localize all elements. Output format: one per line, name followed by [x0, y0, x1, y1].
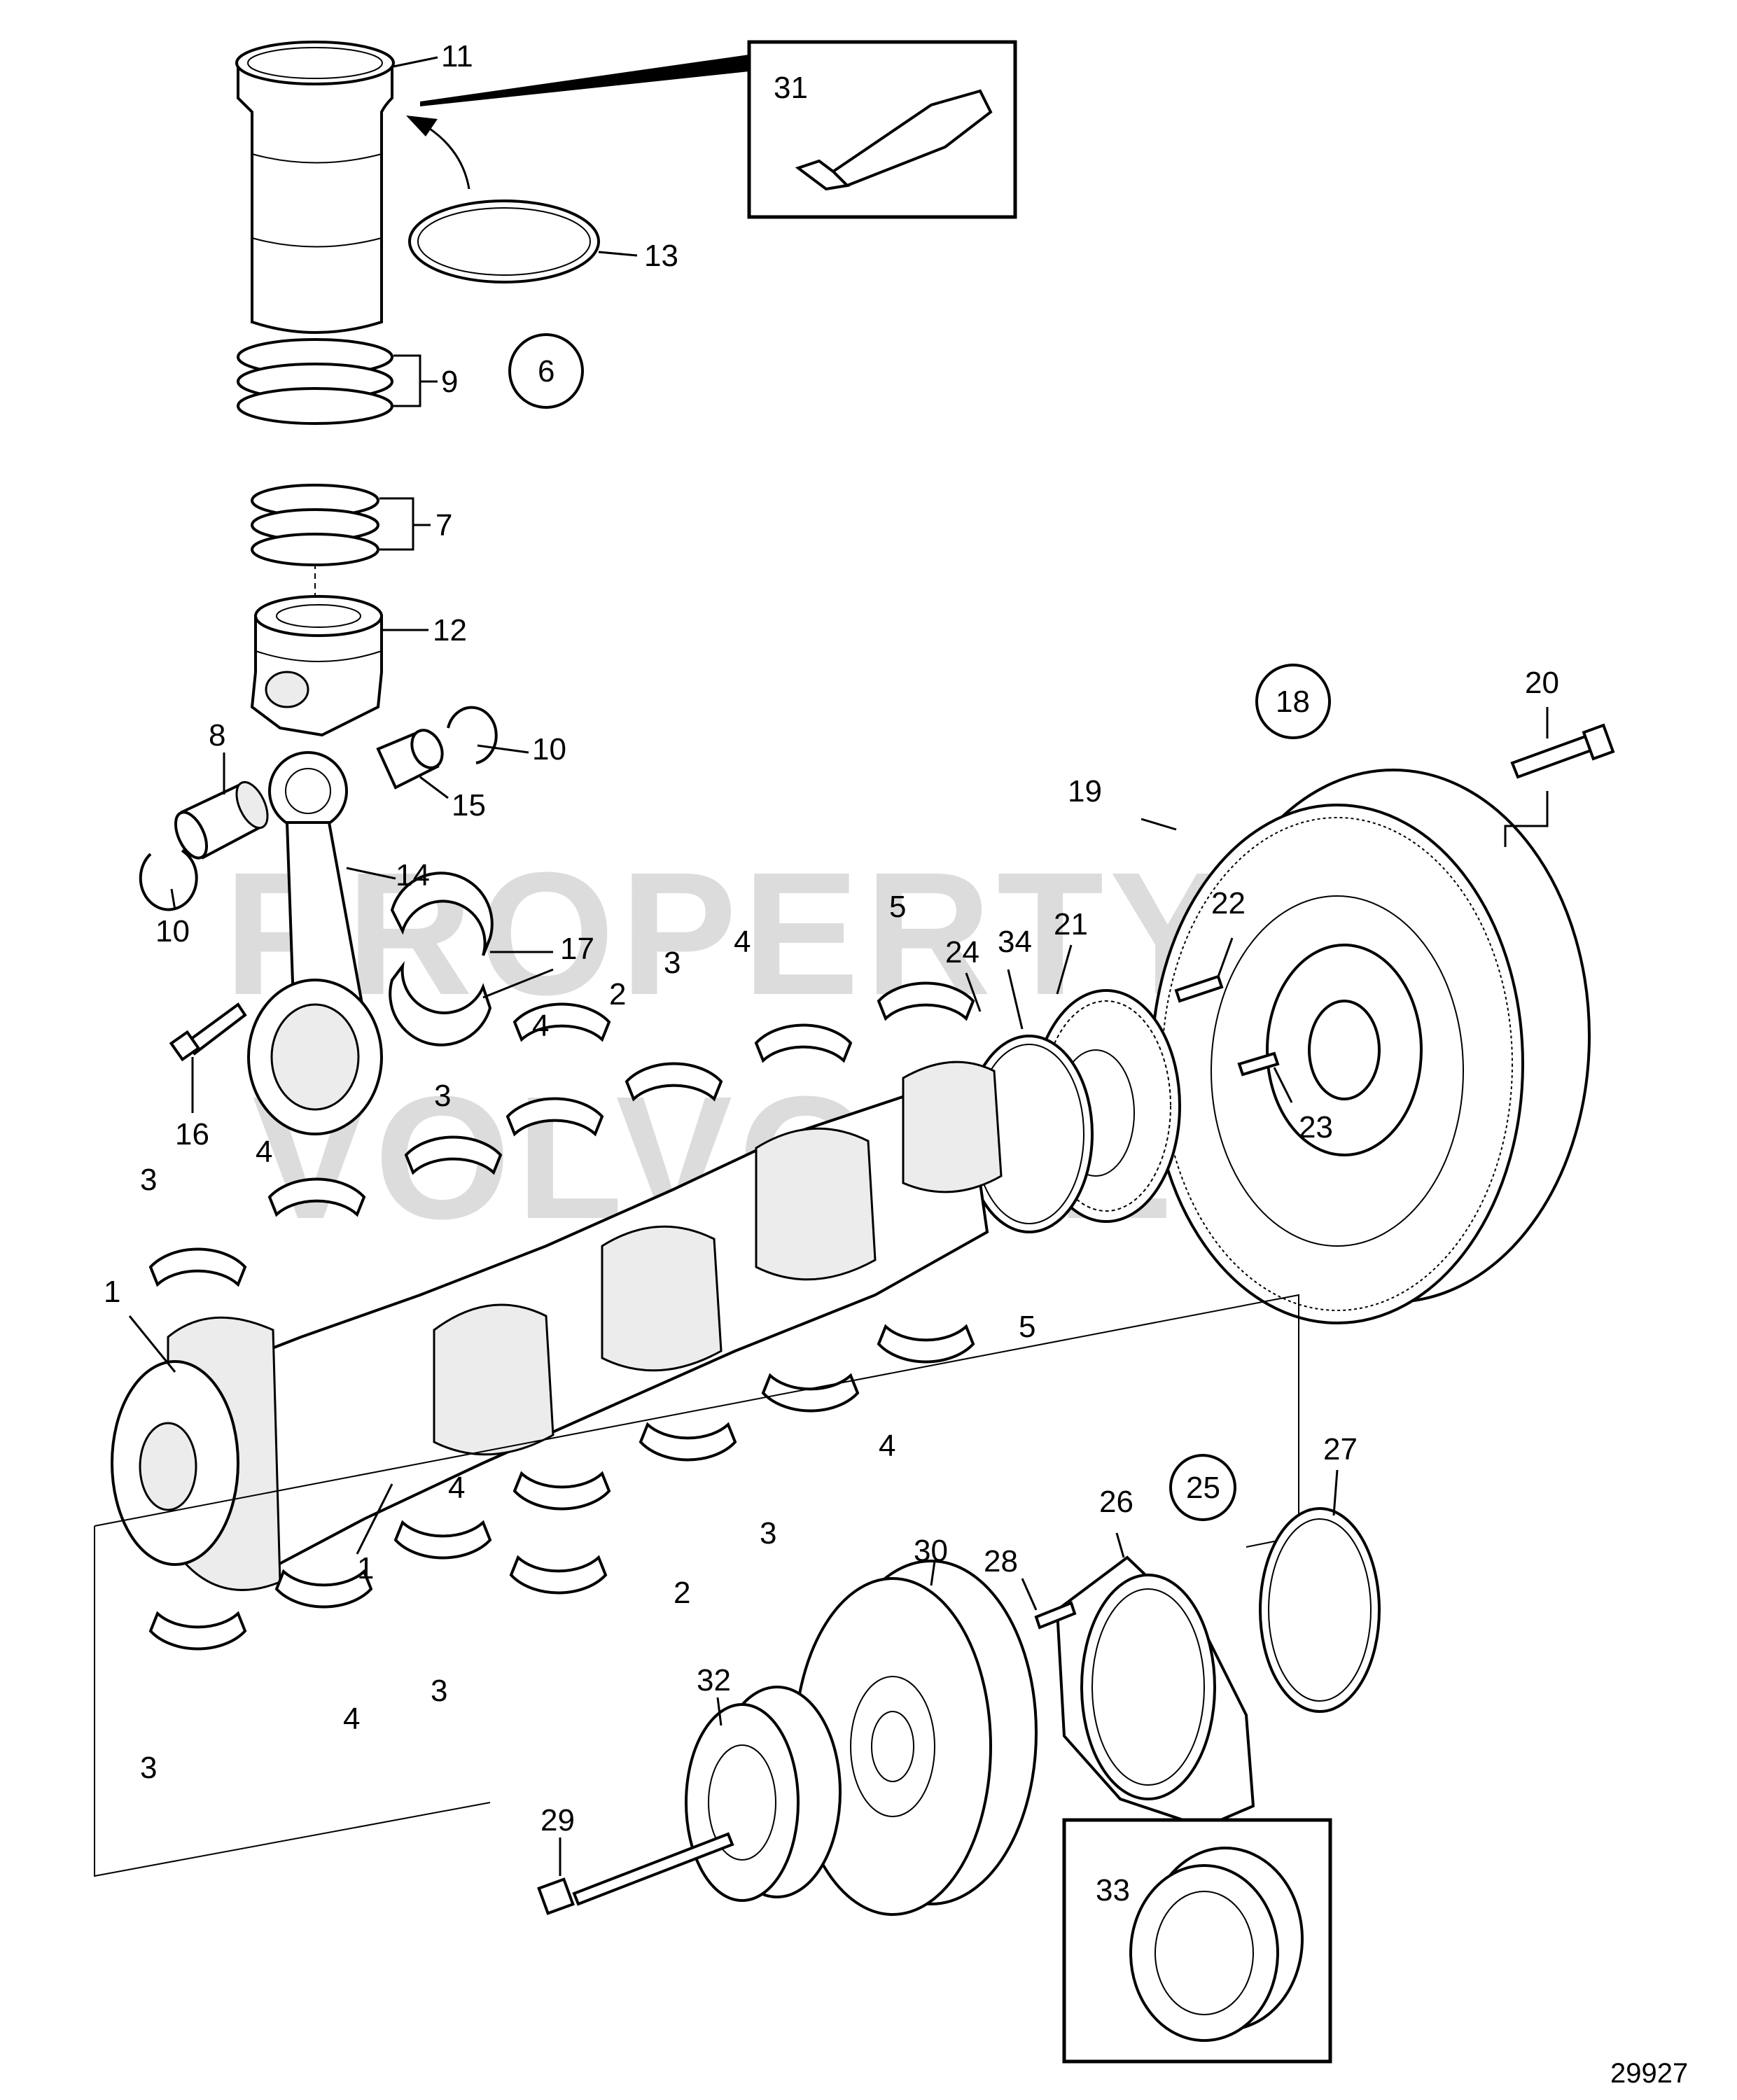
cover-screw — [1034, 1601, 1077, 1630]
leader-11 — [393, 56, 438, 68]
callout-7: 7 — [435, 508, 452, 542]
callout-26: 26 — [1099, 1485, 1133, 1519]
callout-4-mid: 4 — [532, 1009, 549, 1043]
callout-4-center: 4 — [448, 1471, 465, 1505]
crank-pulley — [685, 1686, 842, 1902]
kit-label-6: 6 — [538, 354, 554, 388]
lower-bearing-shells — [148, 1324, 975, 1651]
callout-2-top: 2 — [609, 977, 626, 1011]
liner-seal-rings — [237, 338, 393, 425]
big-end-bearing — [389, 872, 494, 1046]
callout-29: 29 — [540, 1803, 575, 1837]
pulley-bolt — [537, 1832, 734, 1915]
sealant-box — [747, 40, 1017, 219]
callout-17: 17 — [560, 932, 594, 966]
callout-2-bottom: 2 — [674, 1576, 690, 1610]
callout-10-left: 10 — [155, 914, 190, 948]
flywheel-housing-cover — [1055, 1555, 1255, 1829]
piston-rings — [251, 484, 379, 566]
callout-3-top: 3 — [664, 946, 681, 980]
callout-14: 14 — [396, 858, 430, 892]
callout-1-top: 1 — [104, 1275, 120, 1309]
kit-circle-25 — [1169, 1454, 1236, 1521]
callout-4-left: 4 — [256, 1135, 272, 1169]
callout-15: 15 — [452, 788, 486, 822]
flywheel — [1150, 769, 1591, 1324]
cylinder-liner — [235, 41, 395, 334]
callout-5-bottom: 5 — [1019, 1310, 1035, 1344]
callout-23: 23 — [1299, 1110, 1333, 1144]
callout-27: 27 — [1323, 1432, 1358, 1466]
kit-circle-18 — [1255, 664, 1331, 739]
group-frame — [94, 1294, 1299, 1877]
callout-19: 19 — [1068, 774, 1102, 808]
wear-ring-box — [1062, 1818, 1332, 2064]
connecting-rod — [247, 751, 383, 1135]
callout-1-bottom: 1 — [357, 1551, 374, 1586]
small-end-bush — [376, 729, 444, 790]
screw — [1237, 1051, 1280, 1077]
dowel-pin — [1174, 974, 1224, 1003]
callout-30: 30 — [914, 1534, 948, 1568]
callout-34: 34 — [998, 925, 1032, 959]
piston — [250, 595, 383, 737]
flywheel-bolt — [1510, 723, 1615, 779]
callout-3-left: 3 — [140, 1163, 157, 1197]
callout-4-top: 4 — [734, 925, 751, 959]
crankshaft — [111, 1060, 1003, 1591]
callout-13: 13 — [644, 239, 678, 273]
callout-3-center: 3 — [431, 1674, 447, 1708]
callout-4-right: 4 — [879, 1429, 895, 1463]
callout-3-mid: 3 — [434, 1079, 451, 1113]
callout-33: 33 — [1096, 1873, 1130, 1907]
callout-12: 12 — [433, 613, 467, 648]
callout-28: 28 — [984, 1544, 1018, 1578]
callout-20: 20 — [1525, 666, 1559, 700]
circlip-right — [447, 706, 498, 764]
callout-16: 16 — [175, 1117, 209, 1152]
callout-11: 11 — [441, 39, 473, 74]
rear-seal — [1259, 1507, 1381, 1713]
callout-5-top: 5 — [889, 890, 906, 924]
callout-32: 32 — [697, 1663, 731, 1698]
kit-circle-labels: 6 18 25 — [538, 354, 1310, 1505]
callout-4-bottom: 4 — [343, 1702, 360, 1736]
circlip-left — [139, 849, 198, 911]
callout-8: 8 — [209, 718, 225, 752]
rod-bolt — [169, 1002, 247, 1062]
callout-9: 9 — [441, 365, 458, 399]
callout-24: 24 — [945, 935, 979, 969]
piston-pin — [174, 780, 269, 860]
kit-circle-6 — [508, 333, 584, 409]
reference-number: 29927 — [1610, 2058, 1688, 2089]
kit-label-18: 18 — [1276, 685, 1310, 719]
callout-21: 21 — [1054, 907, 1088, 941]
callout-labels: 11 31 13 9 7 12 8 10 15 10 14 17 16 20 1… — [104, 39, 1559, 1907]
callout-3-bottom: 3 — [140, 1751, 157, 1785]
liner-seal-ring — [408, 200, 600, 284]
kit-label-25: 25 — [1186, 1471, 1220, 1505]
upper-bearing-shells — [148, 981, 975, 1287]
sealant-pointer — [420, 55, 749, 106]
callout-10-right: 10 — [532, 732, 566, 766]
callout-31: 31 — [774, 71, 808, 105]
callout-3-right: 3 — [760, 1516, 776, 1550]
callout-22: 22 — [1211, 886, 1246, 920]
